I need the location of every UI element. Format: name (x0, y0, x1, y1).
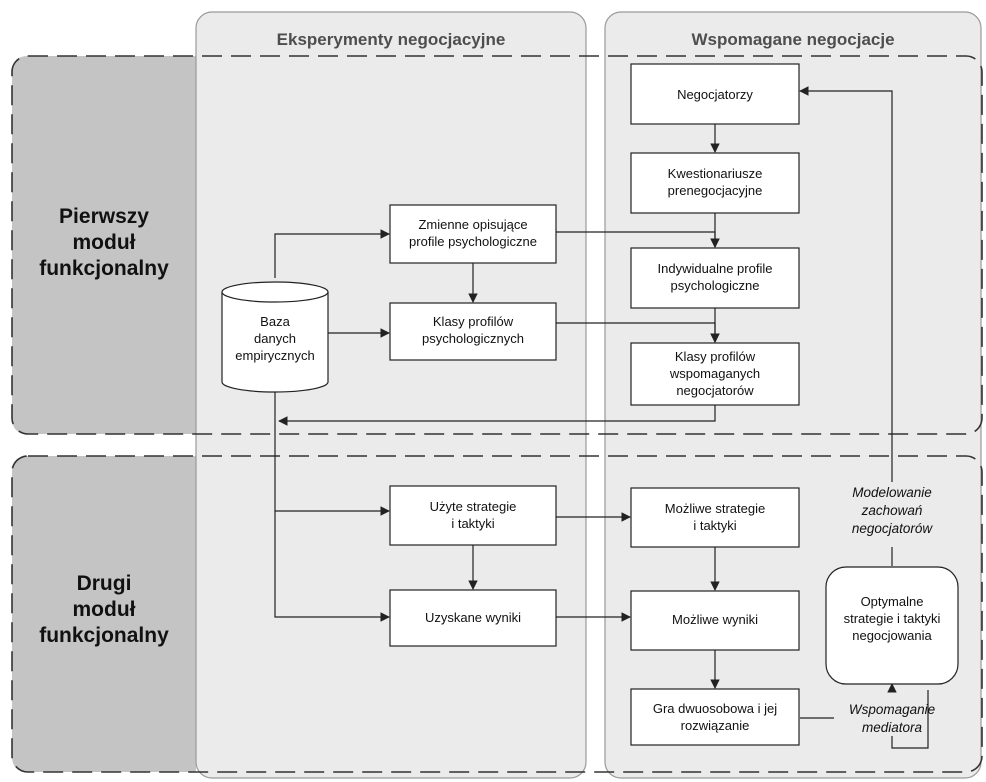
possible-results-box[interactable]: Możliwe wyniki (630, 590, 800, 651)
obtained-results-rect (389, 589, 557, 647)
second-module-title-line: Drugi (77, 572, 132, 595)
edges (274, 86, 929, 749)
database-body (221, 292, 329, 393)
questionnaires-rect (630, 152, 800, 214)
individual-profiles-rect (630, 247, 800, 309)
two-person-game-line: Gra dwuosobowa i jej (653, 701, 777, 716)
negotiators-rect (630, 63, 800, 125)
supported-classes-rect (630, 342, 800, 406)
individual-profiles-line: psychologiczne (671, 278, 760, 293)
possible-strategies-rect (630, 487, 800, 548)
first-module-outline (11, 55, 983, 435)
questionnaires-line: Kwestionariusze (668, 166, 763, 181)
individual-profiles-line: Indywidualne profile (658, 261, 773, 276)
psych-classes-line: Klasy profilów (433, 314, 514, 329)
experiments-column (195, 11, 587, 779)
database-label-line: danych (254, 331, 296, 346)
psych-variables-line: profile psychologiczne (409, 234, 537, 249)
mediator-label-line: mediatora (862, 720, 923, 735)
two-person-game-line: rozwiązanie (681, 718, 750, 733)
database-label-line: Baza (260, 314, 290, 329)
two-person-game-box[interactable]: Gra dwuosobowa i jej rozwiązanie (630, 688, 800, 746)
optimal-strategies-box[interactable]: Optymalne strategie i taktyki negocjowan… (825, 566, 959, 685)
supported-column-title: Wspomagane negocjacje (691, 30, 894, 49)
modeling-label-line: negocjatorów (852, 521, 934, 536)
second-module-title-line: funkcjonalny (39, 624, 169, 647)
optimal-strategies-line: Optymalne (861, 594, 924, 609)
psych-classes-rect (389, 302, 557, 361)
used-strategies-line: i taktyki (451, 516, 494, 531)
psych-variables-box[interactable]: Zmienne opisujące profile psychologiczne (389, 204, 557, 264)
supported-classes-line: wspomaganych (669, 366, 760, 381)
questionnaires-line: prenegocjacyjne (668, 183, 763, 198)
possible-strategies-line: Możliwe strategie (665, 501, 765, 516)
edge-database-to-obtained-results (274, 511, 390, 622)
edge-modeling-to-negotiators (799, 86, 893, 482)
supported-classes-line: negocjatorów (676, 383, 754, 398)
obtained-results-line: Uzyskane wyniki (425, 610, 521, 625)
database-label-line: empirycznych (235, 348, 314, 363)
possible-results-rect (630, 590, 800, 651)
first-module-title-line: funkcjonalny (39, 257, 169, 280)
used-strategies-rect (389, 485, 557, 546)
mediator-label-line: Wspomaganie (849, 702, 935, 717)
psych-variables-line: Zmienne opisujące (418, 217, 527, 232)
questionnaires-box[interactable]: Kwestionariusze prenegocjacyjne (630, 152, 800, 214)
possible-results-line: Możliwe wyniki (672, 612, 758, 627)
optimal-strategies-line: strategie i taktyki (844, 611, 941, 626)
second-module-outline (11, 455, 983, 773)
experiments-column-title: Eksperymenty negocjacyjne (277, 30, 506, 49)
two-person-game-rect (630, 688, 800, 746)
negotiators-line: Negocjatorzy (677, 87, 753, 102)
possible-strategies-box[interactable]: Możliwe strategie i taktyki (630, 487, 800, 548)
individual-profiles-box[interactable]: Indywidualne profile psychologiczne (630, 247, 800, 309)
mediator-label: Wspomaganie mediatora (849, 702, 935, 735)
first-module-tab (12, 56, 196, 434)
supported-classes-line: Klasy profilów (675, 349, 756, 364)
edge-supported-classes-to-database (278, 405, 716, 426)
first-module-title: Pierwszy moduł funkcjonalny (39, 205, 169, 280)
supported-classes-box[interactable]: Klasy profilów wspomaganych negocjatorów (630, 342, 800, 406)
obtained-results-box[interactable]: Uzyskane wyniki (389, 589, 557, 647)
first-module-title-line: moduł (73, 231, 136, 254)
database-cylinder[interactable]: Baza danych empirycznych (221, 281, 329, 393)
first-module-title-line: Pierwszy (59, 205, 149, 228)
modeling-label: Modelowanie zachowań negocjatorów (852, 485, 934, 536)
second-module-tab (12, 456, 196, 772)
modeling-label-line: zachowań (861, 503, 923, 518)
psych-classes-line: psychologicznych (422, 331, 524, 346)
edge-database-to-variables (274, 229, 390, 278)
negotiators-box[interactable]: Negocjatorzy (630, 63, 800, 125)
optimal-strategies-line: negocjowania (852, 628, 932, 643)
possible-strategies-line: i taktyki (693, 518, 736, 533)
edge-mediator-label-to-optimal (891, 690, 929, 749)
second-module-title-line: moduł (73, 598, 136, 621)
modeling-label-line: Modelowanie (852, 485, 932, 500)
psych-classes-box[interactable]: Klasy profilów psychologicznych (389, 302, 557, 361)
used-strategies-box[interactable]: Użyte strategie i taktyki (389, 485, 557, 546)
psych-variables-rect (389, 204, 557, 264)
optimal-strategies-rect (825, 566, 959, 685)
used-strategies-line: Użyte strategie (430, 499, 517, 514)
database-top (221, 281, 329, 303)
second-module-title: Drugi moduł funkcjonalny (39, 572, 169, 647)
